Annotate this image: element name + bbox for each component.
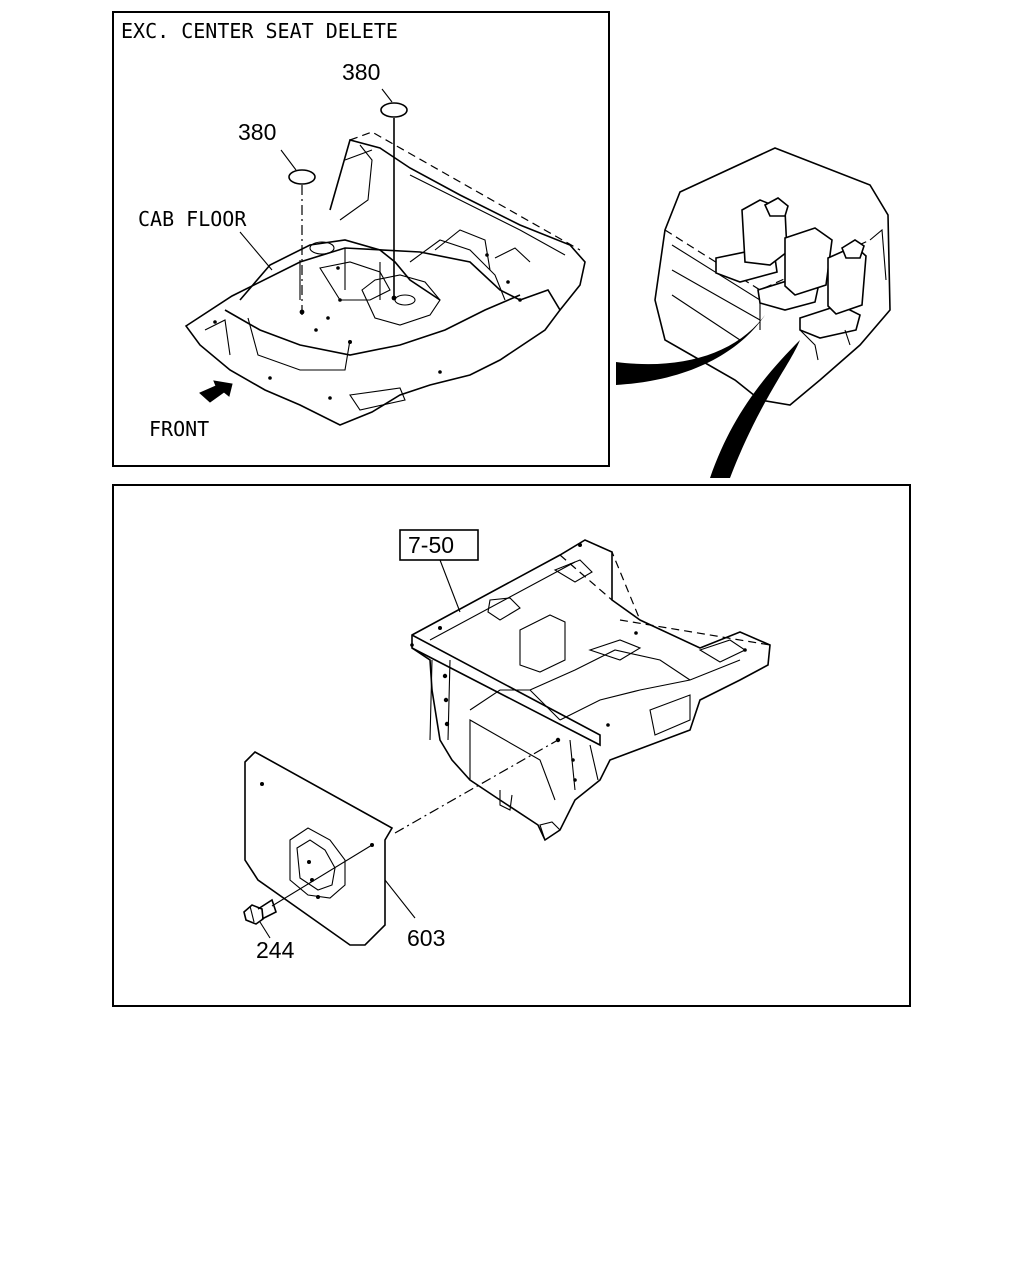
leader-244: [259, 921, 271, 939]
part-label-603: 603: [407, 925, 445, 951]
leader-7-50: [439, 559, 461, 613]
ref-box-7-50-label: 7-50: [408, 532, 454, 558]
inset-connector-lower: [710, 340, 800, 478]
bolt-axis-line: [271, 844, 373, 907]
front-arrow-icon: [199, 380, 233, 403]
leader-cab-floor: [239, 231, 273, 271]
leader-603: [384, 879, 416, 919]
top-panel-frame: [112, 11, 610, 467]
front-label: FRONT: [149, 417, 209, 441]
grommet-380-lower: [288, 169, 316, 185]
top-panel: EXC. CENTER SEAT DELETE 380 380 CAB FLOO…: [112, 11, 610, 467]
part-label-380-lower: 380: [238, 119, 276, 145]
alignment-line-603: [394, 739, 559, 834]
ref-box-7-50: [399, 529, 479, 561]
cab-floor-label: CAB FLOOR: [138, 207, 247, 231]
part-label-380-upper: 380: [342, 59, 380, 85]
leader-380-upper: [381, 88, 393, 103]
bottom-panel-frame: [112, 484, 911, 1007]
bolt-244-icon: [243, 898, 277, 925]
top-panel-title: EXC. CENTER SEAT DELETE: [121, 19, 398, 43]
bottom-panel: 7-50: [112, 484, 911, 1007]
inset-connector-upper: [616, 315, 765, 385]
floor-frame-drawing: [410, 539, 771, 842]
leader-380-lower: [280, 149, 297, 171]
grommet-380-upper: [380, 102, 408, 118]
cab-overview-inset: [654, 147, 891, 406]
part-label-244: 244: [256, 937, 295, 963]
cab-floor-drawing: [184, 131, 586, 426]
